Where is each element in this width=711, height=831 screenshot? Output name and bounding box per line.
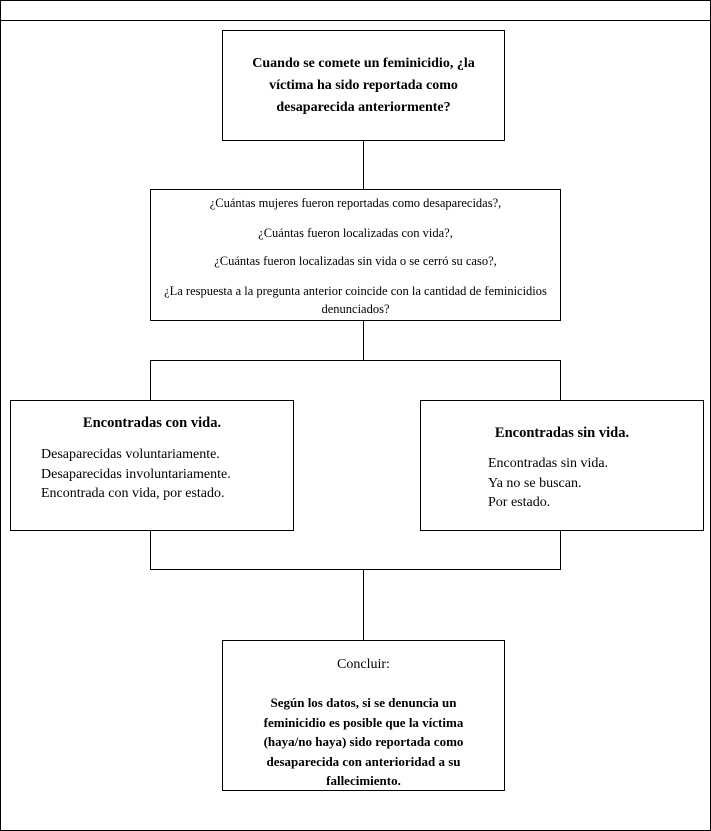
connector-alive-down bbox=[150, 531, 151, 570]
subquestion-3: ¿Cuántas fueron localizadas sin vida o s… bbox=[214, 254, 497, 268]
conclusion-box: Concluir: Según los datos, si se denunci… bbox=[222, 640, 505, 791]
top-divider bbox=[0, 20, 711, 21]
connector-merge-to-conclusion bbox=[363, 569, 364, 640]
connector-branch-right-down bbox=[560, 360, 561, 400]
found-dead-title: Encontradas sin vida. bbox=[494, 425, 630, 441]
question-text: Cuando se comete un feminicidio, ¿la víc… bbox=[252, 55, 475, 115]
subquestion-2: ¿Cuántas fueron localizadas con vida?, bbox=[258, 226, 453, 240]
found-alive-title: Encontradas con vida. bbox=[82, 415, 222, 431]
found-dead-box: Encontradas sin vida. Encontradas sin vi… bbox=[420, 400, 704, 531]
connector-branch-top bbox=[150, 360, 561, 361]
found-dead-list: Encontradas sin vida. Ya no se buscan. P… bbox=[488, 454, 608, 513]
found-alive-item: Desaparecidas voluntariamente. bbox=[41, 447, 220, 462]
found-alive-item: Desaparecidas involuntariamente. bbox=[41, 466, 231, 482]
connector-question-to-subquestions bbox=[363, 141, 364, 189]
subquestion-4: ¿La respuesta a la pregunta anterior coi… bbox=[164, 284, 547, 316]
found-alive-box: Encontradas con vida. Desaparecidas volu… bbox=[10, 400, 294, 531]
found-dead-item: Encontradas sin vida. bbox=[488, 456, 609, 471]
subquestions-box: ¿Cuántas mujeres fueron reportadas como … bbox=[150, 189, 561, 321]
found-dead-item: Ya no se buscan. bbox=[488, 475, 582, 491]
found-dead-item: Por estado. bbox=[488, 495, 551, 510]
conclusion-text: Según los datos, si se denuncia un femin… bbox=[263, 695, 464, 788]
connector-subquestions-down bbox=[363, 321, 364, 360]
connector-dead-down bbox=[560, 531, 561, 570]
found-alive-list: Desaparecidas voluntariamente. Desaparec… bbox=[41, 445, 231, 504]
question-box: Cuando se comete un feminicidio, ¿la víc… bbox=[222, 30, 505, 141]
subquestion-1: ¿Cuántas mujeres fueron reportadas como … bbox=[209, 196, 502, 210]
found-alive-item: Encontrada con vida, por estado. bbox=[41, 486, 225, 501]
conclusion-title: Concluir: bbox=[337, 657, 390, 672]
connector-branch-left-down bbox=[150, 360, 151, 400]
connector-merge-bottom bbox=[150, 569, 561, 570]
